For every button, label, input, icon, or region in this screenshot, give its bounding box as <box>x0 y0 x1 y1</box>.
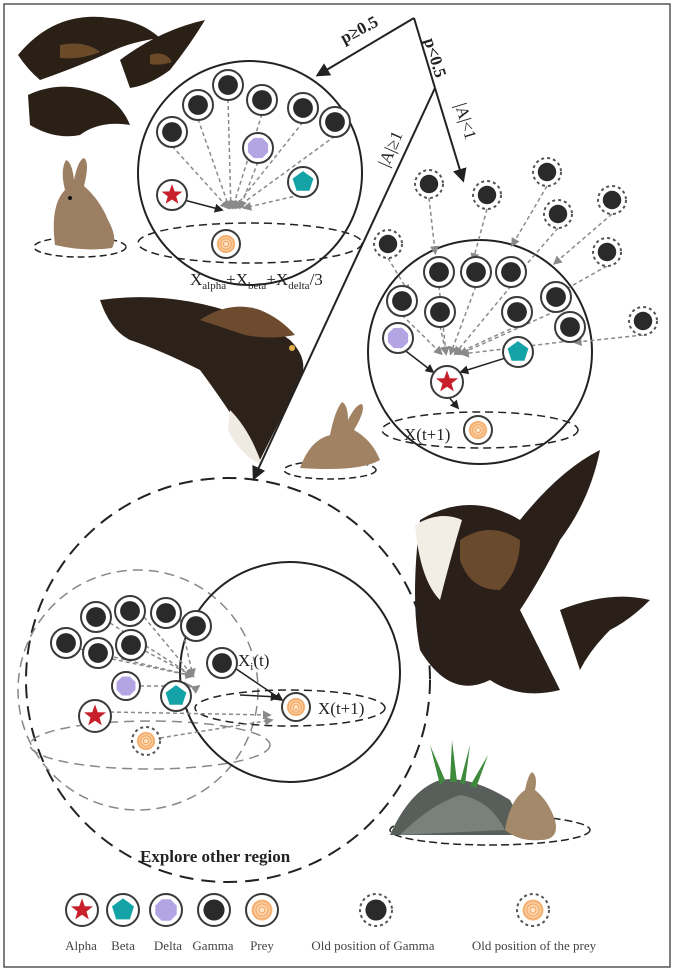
delta-node <box>383 323 413 353</box>
p-lt-label: p<0.5 <box>420 36 450 80</box>
gamma-node <box>424 257 454 287</box>
prey-node <box>464 416 492 444</box>
top-ground-ellipse <box>138 223 362 263</box>
gamma-node <box>115 596 145 626</box>
rabbit-icon <box>34 158 126 257</box>
movement-arrow <box>184 200 222 210</box>
movement-arrow <box>240 162 258 208</box>
gamma-node <box>116 630 146 660</box>
old_gamma-node <box>598 186 626 214</box>
gamma-node <box>555 312 585 342</box>
gamma-node <box>461 257 491 287</box>
rabbit-small-icon <box>284 402 380 479</box>
alpha-node <box>157 180 187 210</box>
gamma-node <box>496 257 526 287</box>
movement-arrow <box>160 720 272 738</box>
old_gamma-node <box>415 170 443 198</box>
a-ge-label: |A|≥1 <box>374 128 406 169</box>
top-circle-group: Xalpha+Xbeta+Xdelta/3 <box>138 61 362 292</box>
old_gamma-node <box>473 181 501 209</box>
old_prey-node <box>132 727 160 755</box>
old_gamma-node <box>629 307 657 335</box>
old_gamma-node <box>544 200 572 228</box>
movement-arrow <box>473 209 487 260</box>
gamma-node <box>502 297 532 327</box>
movement-arrow <box>145 651 193 676</box>
movement-arrow <box>512 186 547 246</box>
legend-label-delta: Delta <box>154 938 182 953</box>
beta-node <box>107 894 139 926</box>
gamma-node <box>157 117 187 147</box>
old_prey-node <box>517 894 549 926</box>
right-circle-group: X(t+1) <box>368 158 657 464</box>
old_gamma-node <box>374 230 402 258</box>
delta-node <box>112 672 140 700</box>
rabbit-burrow-icon <box>390 740 590 845</box>
legend-label-alpha: Alpha <box>65 938 97 953</box>
movement-arrow <box>198 119 229 208</box>
movement-arrow <box>110 712 270 715</box>
gamma-node <box>207 648 237 678</box>
beta-node <box>503 337 533 367</box>
old_gamma-node <box>533 158 561 186</box>
prey-node <box>212 230 240 258</box>
gamma-node <box>81 602 111 632</box>
explore-region-circle <box>26 478 430 882</box>
prey-node <box>246 894 278 926</box>
xt1-right-label: X(t+1) <box>404 425 450 444</box>
legend: Alpha Beta Delta Gamma Prey Old position of G… <box>65 894 596 953</box>
legend-label-prey: Prey <box>250 938 274 953</box>
beta-node <box>288 167 318 197</box>
gamma-node <box>247 85 277 115</box>
gamma-node <box>387 286 417 316</box>
gamma-node <box>425 297 455 327</box>
xt1-bottom-label: X(t+1) <box>318 699 364 718</box>
gamma-node <box>51 628 81 658</box>
xi-label: Xi(t) <box>238 651 269 673</box>
old_gamma-node <box>360 894 392 926</box>
legend-label-old_prey: Old position of the prey <box>472 938 597 953</box>
a-lt-label: |A|<1 <box>451 101 480 142</box>
prey-node <box>282 693 310 721</box>
legend-label-gamma: Gamma <box>192 938 233 953</box>
movement-arrow <box>574 335 643 342</box>
hawk-flying-icon <box>415 450 650 693</box>
gamma-node <box>83 638 113 668</box>
alpha-node <box>66 894 98 926</box>
gamma-node <box>151 598 181 628</box>
bottom-region-group: Xi(t) X(t+1) Explore other region <box>18 478 430 882</box>
gamma-node <box>288 93 318 123</box>
legend-label-beta: Beta <box>111 938 135 953</box>
gamma-node <box>183 90 213 120</box>
explore-label: Explore other region <box>140 847 291 866</box>
gamma-node <box>198 894 230 926</box>
movement-arrow <box>244 195 300 208</box>
gamma-node <box>181 611 211 641</box>
gamma-node <box>541 282 571 312</box>
gamma-node <box>213 70 243 100</box>
alpha-node <box>431 366 463 398</box>
delta-node <box>243 133 273 163</box>
old_gamma-node <box>593 238 621 266</box>
alpha-node <box>79 700 111 732</box>
legend-label-old_gamma: Old position of Gamma <box>311 938 434 953</box>
formula-label: Xalpha+Xbeta+Xdelta/3 <box>190 270 323 292</box>
beta-node <box>161 681 191 711</box>
movement-arrow <box>429 198 435 253</box>
movement-arrow <box>450 286 476 354</box>
movement-arrow <box>240 695 278 697</box>
hawk-swooping-icon <box>100 297 303 465</box>
movement-arrow <box>228 99 231 208</box>
delta-node <box>150 894 182 926</box>
gamma-node <box>320 107 350 137</box>
